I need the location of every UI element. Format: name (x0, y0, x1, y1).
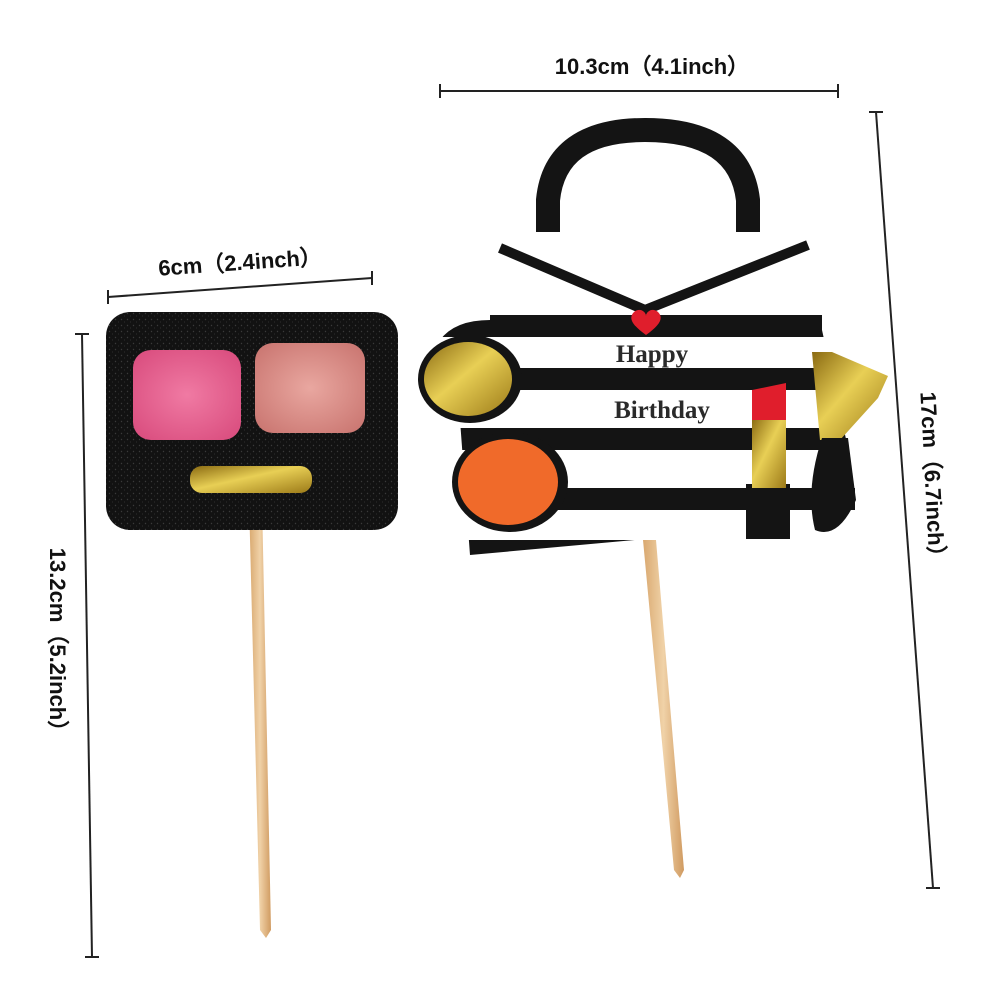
gold-compact (418, 335, 522, 423)
small-height-label: 13.2cm（5.2inch） (45, 548, 70, 742)
birthday-text: Birthday (614, 397, 710, 424)
dimension-small-width: 6cm（2.4inch） (107, 244, 373, 304)
wooden-stick-large (643, 540, 684, 878)
lipstick-icon (746, 383, 790, 539)
large-height-label: 17cm（6.7inch） (915, 391, 949, 568)
dimension-small-height: 13.2cm（5.2inch） (45, 333, 99, 958)
bag-handle (536, 117, 760, 254)
dimension-large-width: 10.3cm（4.1inch） (439, 54, 839, 98)
large-width-label: 10.3cm（4.1inch） (555, 54, 749, 79)
orange-compact (452, 432, 568, 532)
rose-eyeshadow (255, 343, 365, 433)
wooden-stick-small (249, 500, 271, 938)
pink-eyeshadow (133, 350, 241, 440)
bag-flap (498, 240, 810, 315)
eyeshadow-topper (106, 312, 398, 938)
heart-icon (631, 309, 661, 335)
handbag-topper: Happy Birthday (418, 117, 888, 878)
makeup-brush-icon (811, 352, 888, 532)
happy-text: Happy (616, 341, 689, 368)
gold-strip (190, 466, 312, 493)
dimension-large-height: 17cm（6.7inch） (869, 111, 950, 889)
small-width-label: 6cm（2.4inch） (157, 244, 322, 280)
